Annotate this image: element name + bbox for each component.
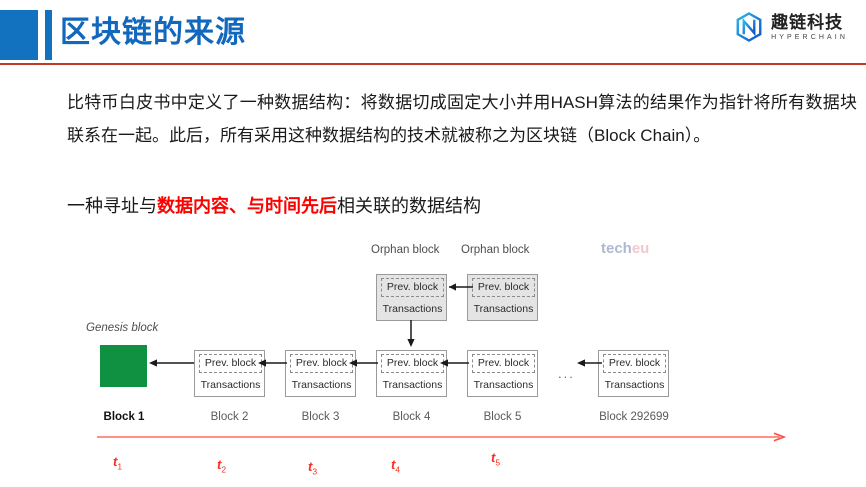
orphan-block-2-prev: Prev. block (472, 278, 535, 297)
arrow-block5-to-block4 (440, 359, 469, 367)
logo-name-cn: 趣链科技 (771, 12, 844, 32)
timeline-tick-2-text: t (217, 457, 222, 472)
highlight-line: 一种寻址与数据内容、与时间先后相关联的数据结构 (67, 192, 481, 220)
arrow-block3-to-block2 (258, 359, 287, 367)
timeline-tick-5: t5 (491, 450, 500, 468)
block-label-292699: Block 292699 (599, 411, 669, 423)
chain-block-2-tx: Transactions (200, 379, 261, 391)
timeline-tick-3-sub: 3 (312, 466, 318, 477)
watermark-part-a: tech (601, 240, 632, 257)
timeline-tick-3: t3 (308, 459, 317, 477)
timeline-axis (97, 432, 787, 442)
chain-block-2-prev: Prev. block (199, 354, 262, 373)
highlight-prefix: 一种寻址与 (67, 196, 157, 216)
chain-block-292699: Prev. block Transactions (598, 350, 669, 397)
chain-block-3: Prev. block Transactions (285, 350, 356, 397)
hyperchain-hex-n-icon (734, 12, 764, 42)
chain-block-3-prev: Prev. block (290, 354, 353, 373)
orphan-block-2-tx: Transactions (473, 303, 534, 315)
orphan-block-1-tx: Transactions (382, 303, 443, 315)
timeline-tick-1-sub: 1 (117, 461, 123, 472)
timeline-tick-4: t4 (391, 457, 400, 475)
chain-block-4-tx: Transactions (382, 379, 443, 391)
header-divider (0, 63, 866, 65)
block-label-3: Block 3 (301, 411, 340, 423)
arrow-orphan1-to-block4 (407, 320, 415, 347)
orphan-block-1-prev: Prev. block (381, 278, 444, 297)
brand-logo: 趣链科技 HYPERCHAIN (734, 12, 848, 42)
chain-block-5-tx: Transactions (473, 379, 534, 391)
chain-block-5-prev: Prev. block (472, 354, 535, 373)
timeline-tick-3-text: t (308, 459, 313, 474)
chain-block-4-prev: Prev. block (381, 354, 444, 373)
genesis-block-label: Genesis block (86, 322, 159, 334)
timeline-tick-4-sub: 4 (395, 464, 401, 475)
arrow-block2-to-block1 (149, 359, 194, 367)
logo-name-en: HYPERCHAIN (771, 33, 848, 41)
header-accent-bar (45, 10, 52, 60)
timeline-tick-2-sub: 2 (221, 464, 227, 475)
watermark-part-b: eu (631, 240, 650, 257)
timeline-tick-4-text: t (391, 457, 396, 472)
timeline-tick-1-text: t (113, 454, 118, 469)
arrow-block4-to-block3 (349, 359, 378, 367)
chain-block-3-tx: Transactions (291, 379, 352, 391)
orphan-label-2: Orphan block (461, 244, 530, 256)
chain-ellipsis: ... (558, 366, 575, 381)
chain-block-292699-tx: Transactions (604, 379, 665, 391)
body-paragraph: 比特币白皮书中定义了一种数据结构：将数据切成固定大小并用HASH算法的结果作为指… (67, 93, 857, 145)
chain-block-292699-prev: Prev. block (603, 354, 666, 373)
watermark: techeu (601, 240, 649, 257)
orphan-label-1: Orphan block (371, 244, 440, 256)
arrow-block292699-to-previous (577, 359, 602, 367)
highlight-emphasis: 数据内容、与时间先后 (157, 196, 337, 216)
timeline-tick-2: t2 (217, 457, 226, 475)
orphan-block-2: Prev. block Transactions (467, 274, 538, 321)
chain-block-4: Prev. block Transactions (376, 350, 447, 397)
page-title: 区块链的来源 (60, 16, 246, 49)
chain-block-2: Prev. block Transactions (194, 350, 265, 397)
block-label-4: Block 4 (392, 411, 431, 423)
chain-block-5: Prev. block Transactions (467, 350, 538, 397)
block-label-1: Block 1 (103, 411, 145, 423)
highlight-suffix: 相关联的数据结构 (337, 196, 481, 216)
genesis-block (100, 345, 147, 387)
orphan-block-1: Prev. block Transactions (376, 274, 447, 321)
timeline-tick-5-text: t (491, 450, 496, 465)
block-label-5: Block 5 (483, 411, 522, 423)
timeline-tick-1: t1 (113, 454, 122, 472)
header-accent-square (0, 10, 38, 60)
block-label-2: Block 2 (210, 411, 249, 423)
timeline-tick-5-sub: 5 (495, 457, 501, 468)
arrow-orphan2-to-orphan1 (449, 283, 473, 291)
